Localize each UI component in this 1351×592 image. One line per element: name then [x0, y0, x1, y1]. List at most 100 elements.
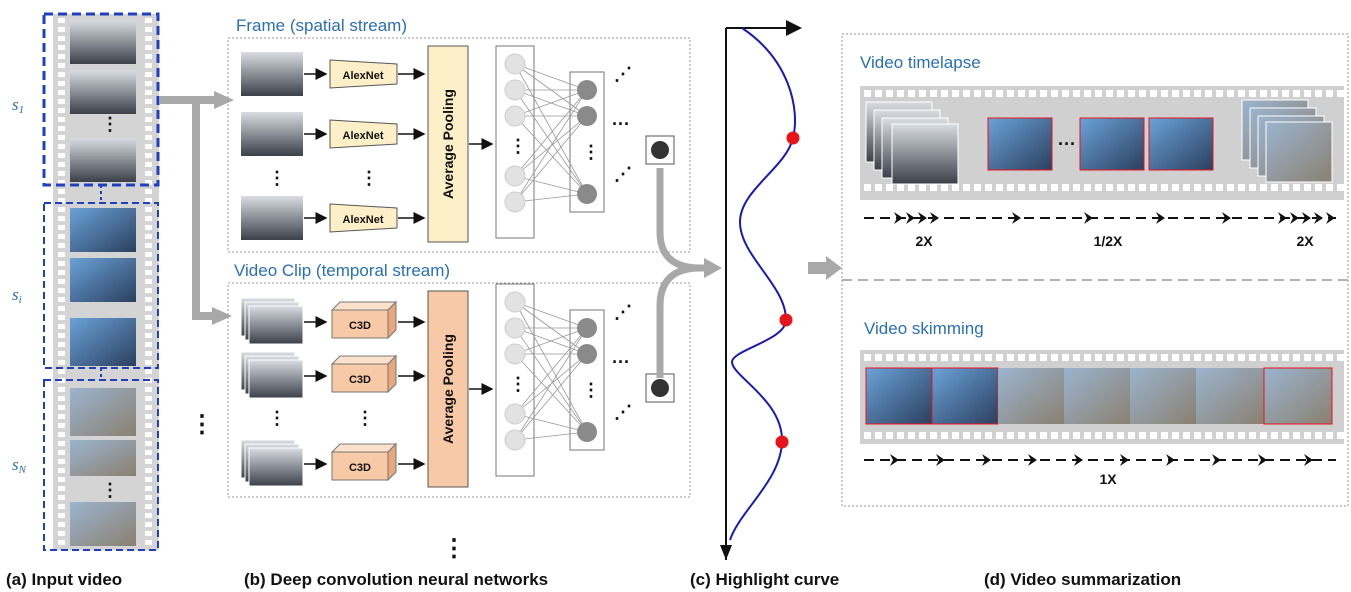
playback-arrow-mark: [1258, 454, 1267, 466]
sprocket-hole: [145, 531, 152, 536]
spatial-stream-title: Frame (spatial stream): [236, 16, 407, 35]
sprocket-hole: [145, 360, 152, 365]
sprocket-hole: [58, 513, 65, 518]
slow-frame: [987, 117, 1053, 171]
axis-arrow-head: [720, 545, 732, 560]
sprocket-hole: [1106, 432, 1113, 439]
sprocket-hole: [1205, 432, 1212, 439]
network-edge: [514, 301, 588, 433]
sprocket-hole: [1139, 432, 1146, 439]
network-edge: [514, 115, 588, 203]
ellipsis: ⋰: [614, 302, 632, 322]
input-neuron: [504, 165, 526, 187]
c3d-label: C3D: [349, 374, 371, 386]
fusion-arrow: [656, 168, 708, 272]
frame-thumbnail: [70, 440, 136, 476]
ellipsis: ···: [1058, 134, 1076, 154]
sprocket-hole: [145, 441, 152, 446]
sprocket-hole: [58, 207, 65, 212]
input-neuron: [504, 291, 526, 313]
sprocket-hole: [985, 90, 992, 97]
frame-thumbnail: [70, 208, 136, 252]
sprocket-hole: [1249, 184, 1256, 191]
playback-arrow-mark: [1212, 454, 1221, 466]
sprocket-hole: [58, 27, 65, 32]
highlight-curve: [729, 27, 796, 541]
sprocket-hole: [145, 189, 152, 194]
sprocket-hole: [1150, 354, 1157, 361]
sprocket-hole: [1293, 184, 1300, 191]
sprocket-hole: [1007, 432, 1014, 439]
sprocket-hole: [1227, 354, 1234, 361]
sprocket-hole: [1128, 432, 1135, 439]
sprocket-hole: [58, 297, 65, 302]
sprocket-hole: [145, 450, 152, 455]
sprocket-hole: [1337, 354, 1344, 361]
skimming-frames: [865, 367, 1333, 425]
sprocket-hole: [58, 18, 65, 23]
sprocket-hole: [58, 36, 65, 41]
arrow-head: [212, 307, 232, 325]
sprocket-hole: [908, 90, 915, 97]
sprocket-hole: [145, 99, 152, 104]
sprocket-hole: [58, 468, 65, 473]
timelapse-speed-label: 1/2X: [1094, 233, 1123, 249]
playback-arrow-mark: [1156, 212, 1165, 224]
highlight-curve-panel: (c) Highlight curve: [690, 20, 839, 589]
sprocket-hole: [1007, 184, 1014, 191]
alexnet-block: AlexNet: [329, 59, 398, 89]
sprocket-hole: [1260, 432, 1267, 439]
sprocket-hole: [1117, 90, 1124, 97]
ellipsis: ⋰: [614, 164, 632, 184]
caption-video-summarization: (d) Video summarization: [984, 570, 1181, 589]
slow-frame: [1148, 117, 1214, 171]
sprocket-hole: [145, 324, 152, 329]
clip-stack: [240, 297, 304, 345]
highlight-peak-marker: [786, 131, 800, 145]
highlight-peak-marker: [775, 435, 789, 449]
network-edge: [514, 353, 588, 441]
timelapse-title: Video timelapse: [860, 53, 981, 72]
sprocket-hole: [145, 288, 152, 293]
sprocket-hole: [1106, 354, 1113, 361]
sprocket-hole: [58, 504, 65, 509]
sprocket-hole: [145, 162, 152, 167]
sprocket-hole: [1282, 432, 1289, 439]
hidden-neuron: [577, 106, 597, 126]
sprocket-hole: [1337, 432, 1344, 439]
sprocket-hole: [1260, 184, 1267, 191]
alexnet-label: AlexNet: [343, 130, 384, 142]
caption-highlight-curve: (c) Highlight curve: [690, 570, 839, 589]
sprocket-hole: [1227, 432, 1234, 439]
sprocket-hole: [941, 432, 948, 439]
hidden-neuron: [577, 344, 597, 364]
sprocket-hole: [1282, 184, 1289, 191]
skimming-speed-label: 1X: [1099, 471, 1117, 487]
sprocket-hole: [1029, 432, 1036, 439]
sprocket-hole: [1315, 184, 1322, 191]
sprocket-hole: [1172, 90, 1179, 97]
sprocket-hole: [1238, 90, 1245, 97]
timelapse-speed-label: 2X: [1296, 233, 1314, 249]
sprocket-hole: [941, 90, 948, 97]
input-layer-box: [495, 45, 535, 239]
network-edge: [514, 353, 588, 433]
c3d-block: C3D: [330, 442, 398, 482]
sprocket-hole: [145, 522, 152, 527]
sprocket-hole: [897, 90, 904, 97]
sprocket-hole: [1139, 184, 1146, 191]
sprocket-hole: [58, 234, 65, 239]
alexnet-label: AlexNet: [343, 214, 384, 226]
sprocket-hole: [58, 45, 65, 50]
sprocket-hole: [1238, 432, 1245, 439]
sprocket-hole: [1326, 90, 1333, 97]
sprocket-hole: [1293, 432, 1300, 439]
sprocket-hole: [930, 184, 937, 191]
sprocket-hole: [145, 252, 152, 257]
sprocket-hole: [886, 90, 893, 97]
sprocket-hole: [897, 432, 904, 439]
sprocket-hole: [1051, 354, 1058, 361]
sprocket-hole: [1150, 184, 1157, 191]
input-neuron: [504, 343, 526, 365]
